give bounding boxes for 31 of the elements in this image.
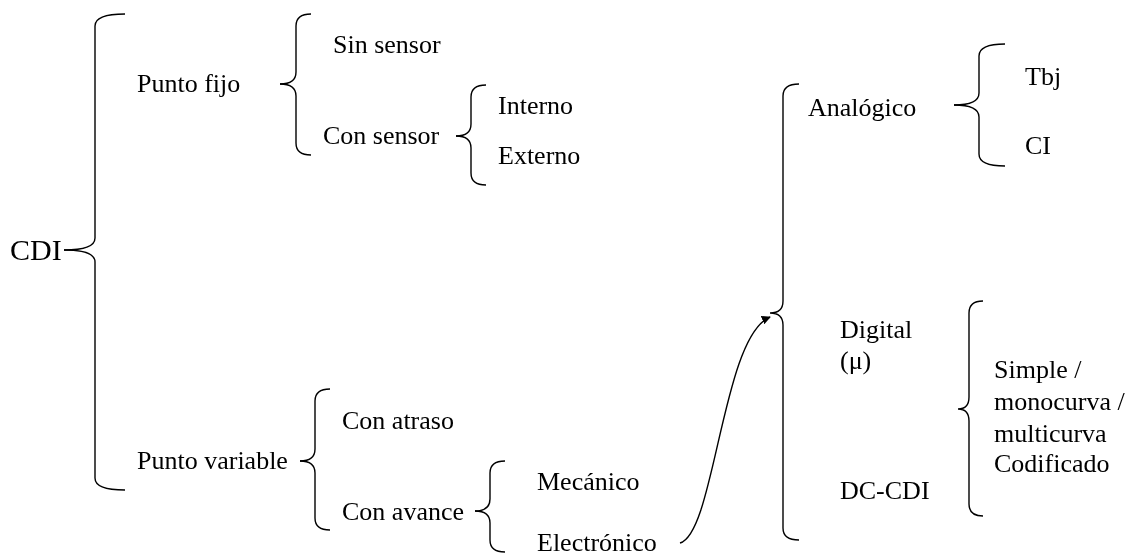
brace-connector: [953, 104, 1006, 167]
brace-tip: [958, 397, 969, 421]
node-label: Con sensor: [311, 122, 456, 155]
brace-connector: [782, 83, 800, 302]
brace-connector: [968, 300, 984, 398]
arrow: [679, 316, 771, 544]
node-label: CDI: [10, 233, 64, 267]
node-label: Electrónico: [505, 529, 680, 557]
node-label: Con atraso: [330, 389, 480, 435]
brace-connector: [968, 420, 984, 517]
brace-tip: [770, 301, 783, 325]
node-label: Interno: [486, 85, 600, 120]
node-label: DC-CDI: [799, 477, 950, 540]
node-label: Mecánico: [505, 461, 650, 496]
node-label: Con avance: [330, 498, 475, 530]
brace-connector: [299, 460, 331, 531]
node-label: Simple / monocurva / multicurva: [983, 301, 1132, 450]
node-label: Codificado: [983, 450, 1132, 516]
brace-connector: [474, 510, 506, 553]
node-label: CI: [1005, 132, 1080, 166]
brace-connector: [782, 324, 800, 541]
node-label: Punto variable: [125, 447, 300, 490]
brace-connector: [455, 135, 487, 186]
node-label: Digital (μ): [800, 314, 930, 378]
node-label: Punto fijo: [125, 14, 280, 102]
node-label: Analógico: [799, 84, 954, 122]
node-label: Tbj: [1005, 44, 1080, 91]
brace-connector: [63, 249, 126, 491]
node-label: Externo: [486, 142, 600, 185]
brace-connector: [279, 83, 312, 156]
node-label: Sin sensor: [311, 14, 470, 59]
